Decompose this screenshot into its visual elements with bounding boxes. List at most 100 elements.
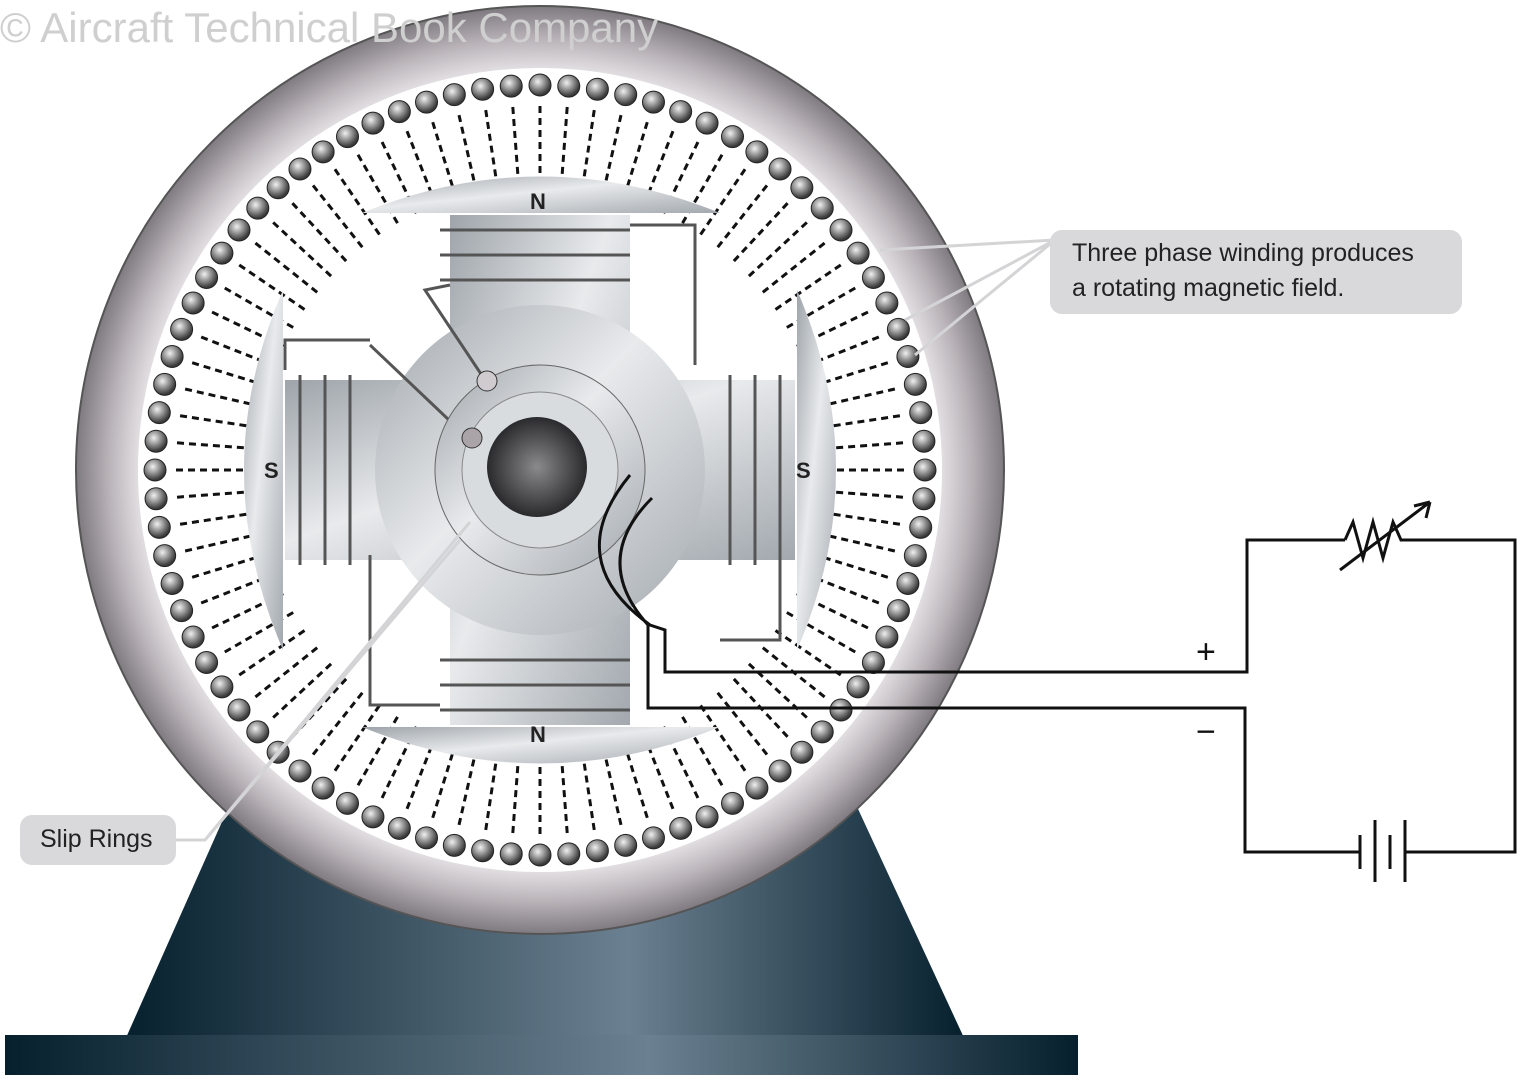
stator-conductor xyxy=(181,625,205,649)
winding-dash xyxy=(456,747,479,830)
winding-dash xyxy=(716,691,771,759)
winding-dash xyxy=(483,751,500,835)
stator-conductor xyxy=(442,83,466,107)
stator-conductor xyxy=(641,826,665,850)
stator-conductor xyxy=(336,791,359,815)
stator-conductor xyxy=(846,675,870,699)
stator-conductor xyxy=(170,599,194,623)
stator-conductor xyxy=(909,401,933,425)
stator-conductor xyxy=(153,544,177,568)
stator-conductor xyxy=(227,698,251,722)
stator-conductor xyxy=(768,157,792,181)
stator-conductor xyxy=(266,176,290,200)
winding-dash xyxy=(511,102,521,186)
winding-dash xyxy=(172,441,256,451)
stator-conductor xyxy=(861,651,885,674)
stator-conductor xyxy=(336,125,359,149)
winding-callout: Three phase winding produces a rotating … xyxy=(1050,230,1462,314)
winding-dash xyxy=(747,218,811,278)
stator-conductor xyxy=(721,791,744,815)
stator-conductor xyxy=(896,345,920,369)
stator-conductor xyxy=(195,266,219,289)
shaft xyxy=(487,417,587,517)
winding-dash xyxy=(288,199,348,263)
stator-conductor xyxy=(195,651,219,674)
pole-label-bottom: N xyxy=(530,722,546,747)
stator-conductor xyxy=(875,291,899,315)
winding-dash xyxy=(483,105,500,189)
stator-conductor xyxy=(585,77,609,101)
stator-conductor xyxy=(387,100,411,124)
stator-conductor xyxy=(471,839,495,863)
winding-callout-line2: a rotating magnetic field. xyxy=(1072,274,1345,302)
winding-dash xyxy=(622,117,650,199)
pole-shoe-right xyxy=(797,290,836,650)
winding-dash xyxy=(175,510,259,527)
stator-conductor xyxy=(913,458,937,482)
winding-dash xyxy=(699,165,749,236)
winding-dash xyxy=(175,413,259,430)
winding-callout-line1: Three phase winding produces xyxy=(1072,239,1414,267)
stator-conductor xyxy=(160,571,184,595)
stator-conductor xyxy=(160,345,184,369)
winding-dash xyxy=(456,110,479,193)
stator-conductor xyxy=(790,740,814,764)
stator-conductor xyxy=(181,291,205,315)
stator-conductor xyxy=(246,720,270,744)
stator-conductor xyxy=(585,839,609,863)
winding-dash xyxy=(309,181,364,249)
winding-dash xyxy=(331,165,381,236)
winding-dash xyxy=(824,441,908,451)
stator-conductor xyxy=(614,833,638,857)
stator-conductor xyxy=(861,266,885,289)
winding-dash xyxy=(732,199,792,263)
stator-conductor xyxy=(846,241,870,265)
winding-dash xyxy=(251,646,319,701)
stator-conductor xyxy=(829,218,853,242)
winding-dash xyxy=(824,489,908,499)
stator-conductor xyxy=(415,826,439,850)
winding-dash xyxy=(430,117,458,199)
stator-conductor xyxy=(695,805,719,829)
stator-conductor xyxy=(909,515,933,539)
winding-dash xyxy=(331,704,381,775)
stator-conductor xyxy=(903,372,927,396)
winding-dash xyxy=(559,102,569,186)
battery-icon xyxy=(1358,820,1407,882)
stator-conductor xyxy=(886,599,910,623)
winding-dash xyxy=(580,751,597,835)
winding-dash xyxy=(601,747,624,830)
stator-conductor xyxy=(528,843,552,867)
winding-dash xyxy=(269,218,333,278)
winding-dash xyxy=(430,741,458,823)
winding-dash xyxy=(821,510,905,527)
stator-conductor xyxy=(912,487,936,511)
slip-ring-contact xyxy=(461,427,483,449)
winding-dash xyxy=(817,531,900,554)
rheostat xyxy=(1343,516,1517,854)
stator-conductor xyxy=(528,73,552,97)
winding-dash xyxy=(172,489,256,499)
stator-conductor xyxy=(170,317,194,341)
winding-dash xyxy=(622,741,650,823)
winding-dash xyxy=(309,691,364,759)
stator-conductor xyxy=(745,140,769,164)
stator-conductor xyxy=(311,140,335,164)
winding-dash xyxy=(821,413,905,430)
stator-conductor xyxy=(641,90,665,114)
stator-conductor xyxy=(896,571,920,595)
stator-conductor xyxy=(387,816,411,840)
winding-dash xyxy=(601,110,624,193)
stator-conductor xyxy=(143,458,167,482)
winding-dash xyxy=(269,662,333,722)
stator-conductor xyxy=(745,776,769,800)
stator-conductor xyxy=(790,176,814,200)
stator-conductor xyxy=(499,74,523,98)
winding-dash xyxy=(774,261,845,311)
stator-conductor xyxy=(288,157,312,181)
stator-conductor xyxy=(147,515,171,539)
winding-dash xyxy=(774,629,845,679)
stator-conductor xyxy=(557,842,581,866)
stator-conductor xyxy=(875,625,899,649)
positive-lead xyxy=(598,474,1345,674)
